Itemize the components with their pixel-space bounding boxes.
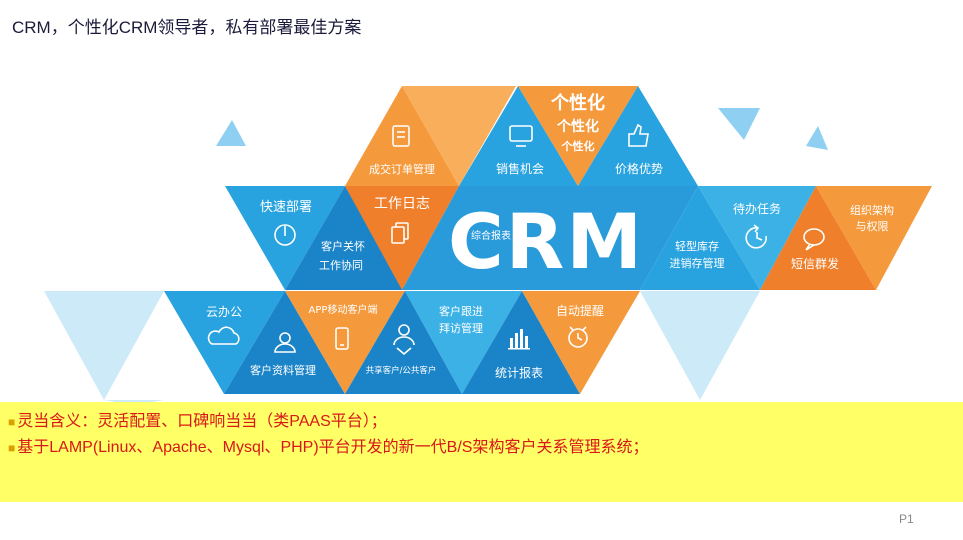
triangle-auto-reminder	[522, 291, 640, 394]
label-shared-customer: 共享客户/公共客户	[366, 365, 437, 376]
notes-panel: ■灵当含义：灵活配置、口碑响当当（类PAAS平台）； ■基于LAMP(Linux…	[0, 402, 963, 502]
triangle-sales-opportunity	[459, 86, 578, 186]
shared-user-icon	[393, 324, 415, 356]
crm-core-band	[402, 186, 698, 290]
note-line-2: ■基于LAMP(Linux、Apache、Mysql、PHP)平台开发的新一代B…	[8, 433, 648, 457]
alarm-clock-icon	[568, 326, 588, 348]
monitor-icon	[509, 125, 533, 147]
label-order-management: 成交订单管理	[369, 162, 435, 176]
personalization-caption: 个性化	[561, 139, 595, 153]
label-quick-deploy: 快速部署	[260, 200, 312, 215]
label-light-inventory-2: 进销存管理	[670, 256, 725, 270]
note-line-1: ■灵当含义：灵活配置、口碑响当当（类PAAS平台）；	[8, 407, 387, 431]
label-todo-tasks: 待办任务	[733, 201, 781, 216]
label-auto-reminder: 自动提醒	[556, 303, 604, 318]
label-statistic-report: 统计报表	[495, 365, 543, 380]
note-text-1: 灵当含义：灵活配置、口碑响当当（类PAAS平台）；	[17, 413, 387, 430]
thumbs-up-icon	[628, 123, 649, 147]
triangle-customer-care	[285, 186, 405, 290]
bar-chart-icon	[508, 329, 530, 350]
triangle-app-mobile	[285, 291, 405, 394]
triangle-link-1	[402, 86, 516, 186]
small-triangle-3	[806, 126, 828, 150]
label-customer-care-2: 工作协同	[319, 258, 363, 272]
label-integrated-report: 综合报表	[471, 229, 511, 242]
document-icon	[392, 125, 410, 147]
label-customer-followup-2: 拜访管理	[439, 321, 483, 335]
slide-title: CRM，个性化CRM领导者，私有部署最佳方案	[12, 18, 362, 37]
triangle-quick-deploy	[225, 186, 345, 290]
triangle-shared-customer	[345, 291, 462, 394]
refresh-clock-icon	[745, 224, 767, 249]
label-org-1: 组织架构	[850, 203, 894, 217]
bullet-square-icon: ■	[8, 415, 16, 429]
crm-logo: CRM	[448, 197, 644, 286]
label-product-mgmt-2: 品	[576, 226, 586, 238]
triangle-org-permission	[816, 186, 932, 290]
cloud-icon	[207, 326, 240, 345]
pale-triangle-left	[44, 291, 164, 400]
label-light-inventory-1: 轻型库存	[675, 239, 719, 253]
label-customer-followup-1: 客户跟进	[439, 304, 483, 318]
label-product-mgmt-1: 产	[576, 212, 586, 225]
files-icon	[391, 222, 409, 244]
label-sms-group: 短信群发	[791, 256, 839, 271]
label-sales-opportunity: 销售机会	[496, 161, 544, 176]
small-triangle-1	[216, 120, 246, 146]
triangle-personalization	[518, 86, 638, 186]
label-customer-profile: 客户资料管理	[250, 363, 316, 377]
small-triangle-2	[718, 108, 760, 140]
label-app-mobile: APP移动客户端	[309, 303, 378, 316]
label-product-mgmt-3: 管	[576, 238, 586, 251]
label-org-2: 与权限	[856, 220, 889, 233]
power-button-icon	[274, 224, 296, 246]
triangle-customer-followup	[405, 291, 522, 394]
chat-bubble-icon	[803, 228, 825, 251]
triangle-cloud-office	[164, 291, 285, 394]
label-product-mgmt-4: 理	[576, 252, 586, 264]
note-text-2: 基于LAMP(Linux、Apache、Mysql、PHP)平台开发的新一代B/…	[17, 439, 649, 456]
triangle-price-advantage	[578, 86, 698, 186]
bullet-square-icon: ■	[8, 441, 16, 455]
triangle-light-inventory	[640, 186, 760, 290]
label-price-advantage: 价格优势	[615, 161, 663, 176]
user-icon	[274, 332, 296, 353]
mobile-phone-icon	[335, 327, 349, 350]
pale-triangle-right	[640, 291, 760, 400]
label-work-log: 工作日志	[374, 196, 430, 212]
label-customer-care-1: 客户关怀	[321, 239, 365, 253]
triangle-order-management	[345, 86, 459, 186]
label-cloud-office: 云办公	[206, 304, 242, 319]
page-number: P1	[899, 512, 914, 526]
personalization-title: 个性化	[550, 92, 605, 114]
personalization-subtitle: 个性化	[556, 118, 599, 135]
pale-strip-bottom-left	[104, 400, 164, 402]
triangle-sms-group	[760, 186, 876, 290]
